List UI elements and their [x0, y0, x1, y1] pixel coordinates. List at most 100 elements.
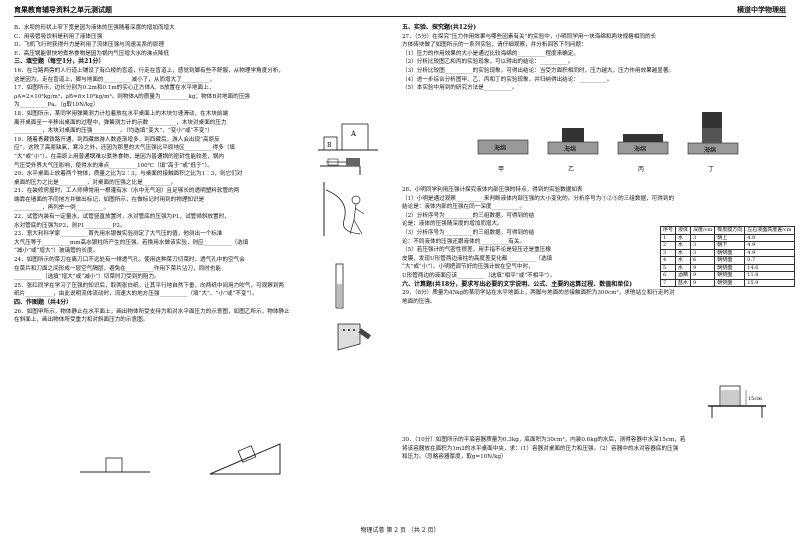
right-column-middle: 28．小明同学利用压强计探究液体内部压强的特点，得到的实验数据如表 （1）小明是通… [402, 186, 786, 306]
text-line: 16．在马路两旁的人行道上铺设了有凸棱的盲道，行走在盲道上，感觉到脚有些不舒服，… [14, 67, 285, 74]
text-line: 结论是：液体内部的压强在同一深度__________。 [402, 204, 526, 211]
table-cell: 9 [690, 263, 716, 272]
text-line: （4）进一步综合分析图甲、乙、丙和丁的实验现象，并归纳得出结论：________… [402, 76, 613, 83]
text-line: 桌面的压力之比是__________，对桌面的压强之比是__________。 [14, 179, 177, 186]
table-cell: 朝侧面 [714, 263, 746, 272]
figure-22-test-tube [335, 263, 344, 309]
text-line: “大”或“小”）。小明把调节好的压强计放在空气中时， [402, 264, 534, 271]
caption-yi: 乙 [568, 166, 575, 173]
table-cell: 1 [659, 233, 677, 242]
block-on-plane [105, 457, 123, 473]
text-line: （1）小明是通过观察__________来判断液体内部压强的大小变化的。分析序号… [402, 195, 675, 202]
text-line: E．高压锅能很快地煮熟食物是因为锅内气压增大水的沸点降低 [14, 50, 170, 57]
right-column-bottom: 30．（10分）如图所示的平底容器质量为0.3kg，底面积为30cm²，内装0.… [402, 436, 786, 462]
section-heading: 三、填空题（每空1分，共21分） [14, 58, 105, 66]
table-cell: 15.9 [744, 278, 795, 287]
text-line: 28．小明同学利用压强计探究液体内部压强的特点，得到的实验数据如表 [402, 187, 583, 193]
text-line: 这是因为，走在盲道上，脚与地面的__________减小了，从而增大了_____… [14, 76, 216, 83]
table-cell: 0.7 [744, 256, 795, 265]
section-heading: 六、计算题(共18分，要求写出必要的文字说明、公式、主要的运算过程、数值和单位) [402, 280, 633, 288]
left-column: B．水坝的形状上窄下宽是因为液体的压强随着深度的增加而增大 C．用吸管吸饮料是利用… [14, 24, 390, 325]
text-line: 纸片__________，由此说明流体流动时，流速大的地方压强_________… [14, 291, 258, 298]
text-line: B．水坝的形状上窄下宽是因为液体的压强随着深度的增加而增大 [14, 25, 175, 31]
table-cell: 3 [690, 233, 716, 242]
table-cell: 水 [675, 256, 692, 265]
table-header-cell: 序号 [659, 226, 677, 235]
section-heading: 四、作图题（共4分） [14, 299, 73, 306]
caption-ding: 丁 [708, 166, 715, 173]
table-cell: 朝侧面 [714, 278, 746, 287]
figure-26-drawings [80, 443, 281, 475]
spring-scale [327, 158, 339, 166]
text-line: （1）压力的作用效果的大小是通过比较海绵的__________程度来确定。 [402, 50, 579, 57]
text-line: C．用吸管吸饮料是利用了液体压强 [14, 33, 103, 40]
text-line: D．飞机飞行时获得升力是利用了流体压强与流速关系的原理 [14, 42, 164, 49]
table-cell: 3 [690, 248, 716, 257]
header-left: 育果教育辅导资料之单元测试题 [14, 5, 112, 14]
table-cell: 朝侧面 [714, 256, 746, 265]
table-header-cell: 左右液面高度差/cm [744, 226, 795, 235]
sponge-label-3: 海绵 [634, 145, 646, 153]
table-cell: 水 [675, 248, 692, 257]
table-cell: 9 [690, 278, 716, 287]
depth-label: 15cm [748, 396, 762, 402]
text-line: 端靠在墙面的不同地方并做出标记，如图所示，在做标记时用到的物理知识是 [14, 196, 205, 203]
text-line: 水对管底的压强为P2，则P1__________P2。 [14, 222, 126, 229]
page-header: 育果教育辅导资料之单元测试题 横道中学物理组 [14, 4, 786, 17]
text-line: ρA=2×10³kg/m³，ρB=8×10³kg/m³。则物体A的质量为____… [14, 93, 250, 100]
caption-bing: 丙 [638, 166, 645, 173]
table-cell: 6 [690, 256, 716, 265]
table-cell: 3 [659, 248, 677, 257]
sponge-label-2: 海绵 [564, 145, 576, 153]
right-column-top: 五、实验、探究题(共12分)27．（5分）在探究“压力作用效果与哪些因素有关”的… [402, 24, 786, 93]
header-right: 横道中学物理组 [737, 5, 786, 14]
table-cell: 盐水 [675, 278, 692, 287]
text-line: 论是：液体的压强随深度的增加而增大。 [402, 221, 503, 228]
table-cell: 2 [659, 241, 677, 250]
table-cell: 4.9 [744, 248, 795, 257]
text-line: （2）分析序号为__________的三组数据，可得到的结 [402, 212, 535, 219]
table-cell: 朝侧面 [714, 271, 746, 280]
table-cell: 7 [659, 278, 677, 287]
text-line: 地面的压强。 [402, 298, 436, 305]
text-line: 29．（8分）质量为45kg的某同学站在水平地面上，两脚与地面的总接触面积为30… [402, 290, 675, 297]
text-line: （2）分析比较图乙和丙的实验现象，可以得出的结论：__________。 [402, 59, 574, 66]
text-line: （3）分析比较图__________的实验现象，可得出结论：当受力面积相同时，压… [402, 67, 675, 74]
block-a-label: A [350, 130, 357, 138]
table-cell: 水 [675, 263, 692, 272]
figure-17-blocks: A B [318, 123, 378, 151]
figure-21-water-level-tube [323, 182, 365, 236]
page-footer: 物理试卷 第 2 页 （共 2 页） [360, 527, 440, 534]
block-a [341, 123, 369, 151]
text-line: 24．如图所示的菜刀在离刀口不远处有一排透气孔。使用这种菜刀切菜时，透气孔中的空… [14, 257, 245, 264]
table-cell: 酒精 [675, 271, 692, 280]
text-line: 20．水平桌面上放着两个物体，质量之比为2∶3，与桌面的接触面积之比为1∶3，则… [14, 171, 243, 178]
table-header-cell: 深度/cm [690, 226, 716, 235]
text-line: “减小”或“增大”）玻璃管的长度。 [14, 248, 99, 255]
table-cell: 11.8 [744, 271, 795, 280]
table-cell: 5 [659, 263, 677, 272]
table-cell: 朝侧面 [714, 248, 746, 257]
text-line: __________，木块对桌面的压强__________。（均选填“变大”、“… [14, 128, 213, 135]
text-line: 19．随着青藏铁路开通，到西藏旅游人数逐渐增多，到西藏后，游人会出现“高原反 [14, 136, 220, 143]
text-line: 17．如图所示，边长分别为0.2m和0.1m的实心正方体A、B放置在水平地面上， [14, 85, 215, 92]
table-cell: 4 [659, 256, 677, 265]
text-line: 在菜片和刀面之间形成一层空气隔层，避免在__________作用下菜片沾刀，同时… [14, 265, 221, 272]
text-line: 应”，这除了高原缺氧，寒冷之外，还因为那里的大气压强比平原地区_________… [14, 145, 236, 152]
table-cell: 水 [675, 233, 692, 242]
table-cell: 9 [690, 271, 716, 280]
text-line: 大气压等于__________mm高水银柱所产生的压强。若换用水做该实验，则应_… [14, 239, 249, 246]
table-cell: 3 [690, 241, 716, 250]
table-cell: 水 [675, 241, 692, 250]
figure-27-bricks-sponges: 海绵 海绵 海绵 海绵 甲 乙 丙 丁 [470, 108, 760, 178]
figure-30-container: 15cm [708, 385, 766, 418]
table-cell: 6 [659, 271, 677, 280]
text-line: 18．如图所示，某同学用弹簧测力计拉着放在水平桌面上的木块匀速滑动，在木块前端 [14, 110, 229, 117]
text-line: 皮膜，发现U形管两边液柱的高度差变化都__________（选填 [402, 255, 553, 262]
text-line: 26．如图甲所示，物体静止在水平面上，画出物体所受支持力和对水平面压力的示意图，… [14, 308, 290, 315]
